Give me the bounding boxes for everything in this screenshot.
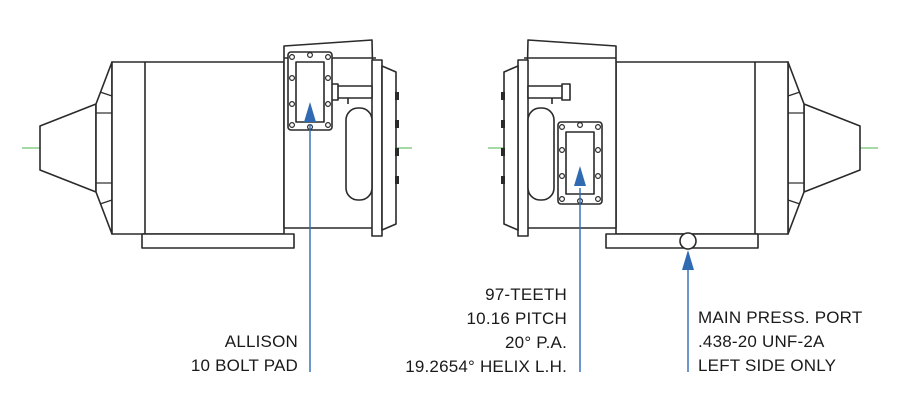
right-nose-cone [803,103,861,193]
right-side-cover [503,65,519,231]
port-line-3: LEFT SIDE ONLY [698,356,837,375]
left-nose-detail [96,91,113,205]
right-inspection-window [527,107,555,201]
gear-spec-helix: 19.2654° HELIX L.H. [405,357,567,376]
left-cover-bolts [395,92,399,184]
left-inspection-window [345,107,373,201]
allison-line-1: ALLISON [224,332,298,351]
right-nose-flare [787,61,805,235]
right-fitting-nut [561,83,571,101]
left-side-cover [381,65,397,231]
gear-spec-pressure-angle: 20° P.A. [505,333,567,352]
main-press-port [679,232,697,250]
gear-leader-arrow [574,166,586,186]
right-fitting-tube [527,85,565,99]
left-nose-flare [95,61,113,235]
leader-lines [304,102,694,372]
left-flange [371,59,383,237]
allison-leader-arrow [304,102,316,122]
left-gearbox-view [22,39,412,249]
left-nose-cone [39,103,97,193]
port-line-1: MAIN PRESS. PORT [698,308,863,327]
left-fitting-tube [335,85,373,99]
port-line-2: .438-20 UNF-2A [698,332,825,351]
allison-line-2: 10 BOLT PAD [190,356,298,375]
right-flange [517,59,529,237]
press-port-callout: MAIN PRESS. PORT .438-20 UNF-2A LEFT SID… [698,306,862,378]
port-leader-arrow [682,250,694,270]
left-base-plate [141,233,295,249]
gear-spec-pitch: 10.16 PITCH [466,309,567,328]
left-main-housing [111,61,285,235]
right-cover-bolts [501,92,505,184]
gear-spec-teeth: 97-TEETH [485,285,567,304]
allison-pad-callout: ALLISON 10 BOLT PAD [150,330,298,378]
right-nose-detail [787,91,804,205]
right-gearbox-view [488,39,878,250]
gear-spec-callout: 97-TEETH 10.16 PITCH 20° P.A. 19.2654° H… [360,283,567,379]
right-main-housing [615,61,789,235]
